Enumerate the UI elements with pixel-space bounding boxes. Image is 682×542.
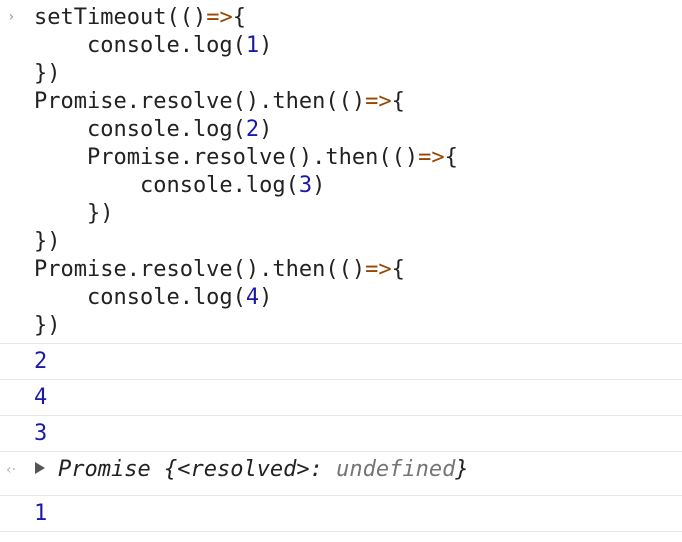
prompt-chevron-icon: ›: [7, 9, 16, 25]
console-output-row: 4: [0, 379, 682, 415]
code-line: Promise.resolve().then(()=>{: [34, 144, 458, 172]
console-result-row[interactable]: ‹· Promise {<resolved>: undefined}: [0, 451, 682, 487]
result-label: Promise: [58, 457, 164, 482]
code-text: ): [259, 285, 273, 310]
code-operator: =>: [206, 5, 233, 30]
result-colon: :: [309, 457, 337, 482]
code-number: 1: [245, 33, 260, 58]
code-text: Promise.resolve().then((): [34, 257, 366, 282]
code-line: setTimeout(()=>{: [34, 4, 458, 32]
code-text: ): [259, 33, 273, 58]
code-snippet[interactable]: setTimeout(()=>{ console.log(1)})Promise…: [34, 4, 458, 340]
code-text: {: [391, 89, 405, 114]
code-text: console.log(: [34, 117, 246, 142]
code-operator: =>: [365, 89, 392, 114]
code-number: 4: [245, 285, 260, 310]
console-output-row: 1: [0, 495, 682, 532]
code-text: {: [232, 5, 246, 30]
promise-result[interactable]: Promise {<resolved>: undefined}: [58, 456, 469, 484]
log-value: 1: [34, 501, 48, 526]
code-text: ): [259, 117, 273, 142]
result-return-icon: ‹·: [6, 462, 17, 478]
code-line: Promise.resolve().then(()=>{: [34, 88, 458, 116]
code-line: console.log(1): [34, 32, 458, 60]
code-text: {: [391, 257, 405, 282]
code-text: console.log(: [34, 173, 299, 198]
code-line: }): [34, 312, 458, 340]
code-text: setTimeout: [34, 5, 167, 30]
code-text: {: [444, 145, 458, 170]
code-line: console.log(3): [34, 172, 458, 200]
code-text: ): [312, 173, 326, 198]
console-output-row: 3: [0, 415, 682, 451]
result-value: undefined: [336, 457, 456, 482]
code-text: Promise.resolve().then((): [34, 145, 419, 170]
code-line: }): [34, 200, 458, 228]
code-text: Promise.resolve().then((): [34, 89, 366, 114]
code-operator: =>: [418, 145, 445, 170]
log-value: 4: [34, 385, 48, 410]
code-number: 2: [245, 117, 260, 142]
code-text: }): [34, 201, 114, 226]
code-line: }): [34, 228, 458, 256]
result-key: <resolved>: [177, 457, 310, 482]
console-output-row: 2: [0, 343, 682, 379]
code-line: console.log(4): [34, 284, 458, 312]
code-text: }): [34, 313, 61, 338]
result-close-brace: }: [455, 457, 469, 482]
result-open-brace: {: [163, 457, 178, 482]
code-text: console.log(: [34, 285, 246, 310]
code-line: console.log(2): [34, 116, 458, 144]
code-text: console.log(: [34, 33, 246, 58]
console-input-entry[interactable]: › setTimeout(()=>{ console.log(1)})Promi…: [0, 0, 682, 343]
log-value: 3: [34, 421, 48, 446]
code-line: Promise.resolve().then(()=>{: [34, 256, 458, 284]
code-line: }): [34, 60, 458, 88]
code-operator: =>: [365, 257, 392, 282]
log-value: 2: [34, 349, 48, 374]
code-text: }): [34, 61, 61, 86]
code-text: ((): [166, 5, 207, 30]
code-text: }): [34, 229, 61, 254]
code-number: 3: [298, 173, 313, 198]
expand-triangle-icon[interactable]: [35, 462, 45, 474]
